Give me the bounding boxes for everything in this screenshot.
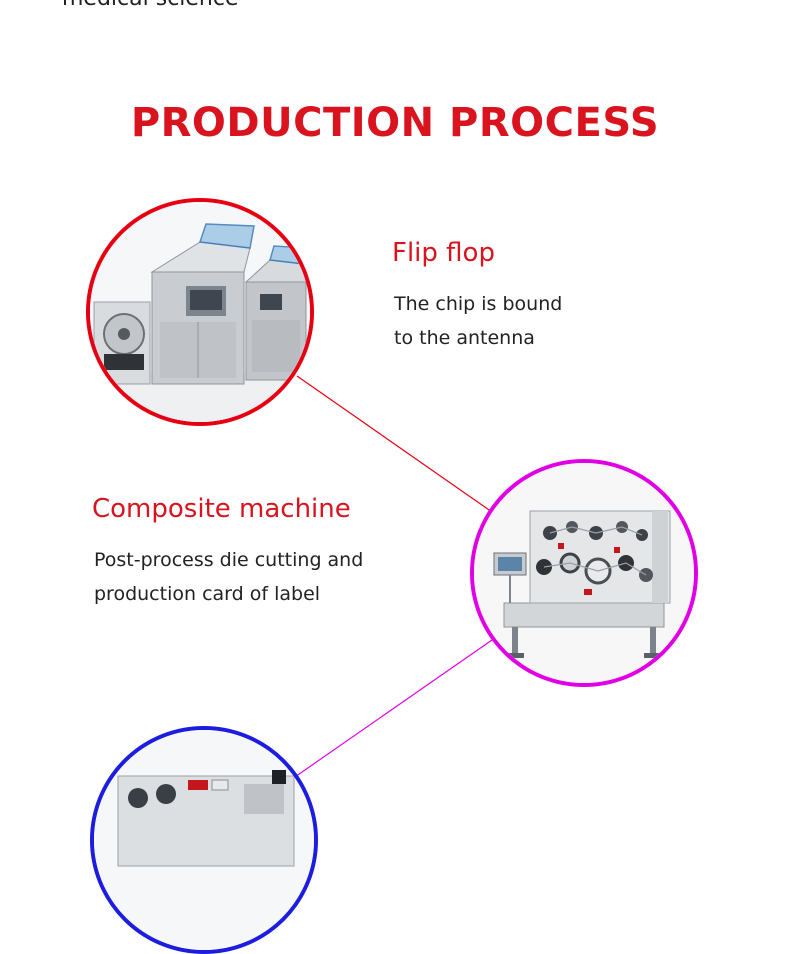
page-title: PRODUCTION PROCESS xyxy=(130,100,660,146)
composite-die-cutting-machine-photo xyxy=(474,463,694,683)
connector-line-magenta xyxy=(291,639,493,780)
step-1-title: Flip flop xyxy=(392,238,495,268)
step-1-description-line-1: The chip is bound xyxy=(394,293,563,315)
step-2-description: Post-process die cutting and production … xyxy=(94,543,363,611)
connector-lines xyxy=(291,375,493,780)
step-2-title: Composite machine xyxy=(92,494,351,524)
step-1-description-line-2: to the antenna xyxy=(394,327,535,349)
step-1-description: The chip is bound to the antenna xyxy=(394,287,562,355)
step-2-description-line-1: Post-process die cutting and xyxy=(94,549,364,571)
step-2-image-circle xyxy=(470,459,698,687)
third-machine-photo-partial xyxy=(94,730,314,950)
flip-chip-machine-photo xyxy=(90,202,310,422)
step-1-image-circle xyxy=(86,198,314,426)
step-2-description-line-2: production card of label xyxy=(94,583,321,605)
step-3-image-circle xyxy=(90,726,318,954)
top-partial-text: medical science xyxy=(62,0,239,11)
connector-line-red xyxy=(296,375,493,513)
